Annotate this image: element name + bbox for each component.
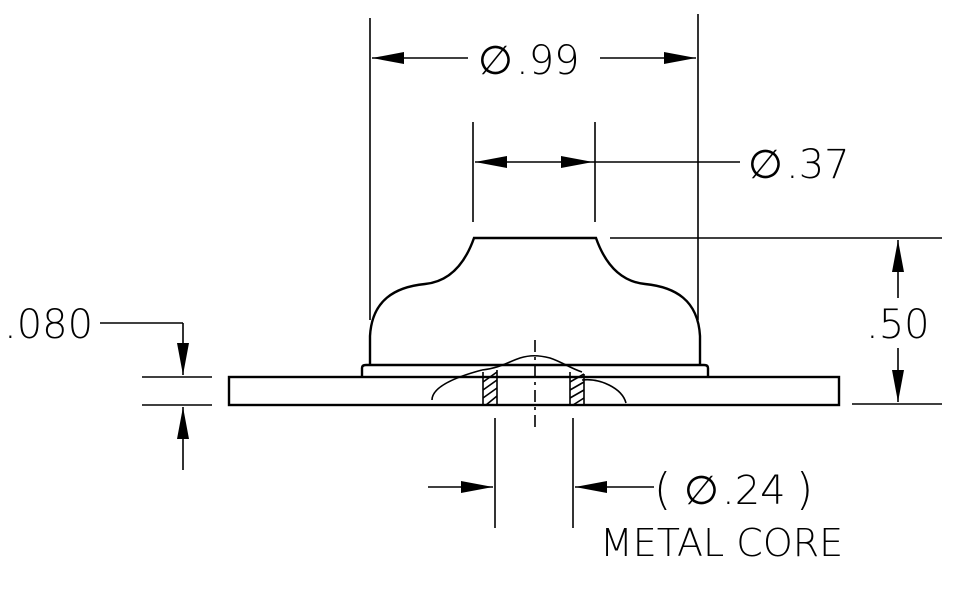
core-label: METAL CORE bbox=[600, 521, 843, 565]
core-open-paren: ( bbox=[654, 464, 671, 515]
dimension-flange-thickness: .080 bbox=[4, 302, 212, 470]
core-hatch-right bbox=[569, 372, 585, 406]
core-hatch-left bbox=[482, 370, 498, 406]
dimension-core-diameter: ( ∅ .24 ) METAL CORE bbox=[428, 418, 843, 565]
core-top bbox=[481, 354, 583, 373]
dimension-top-diameter: ∅ .37 bbox=[472, 122, 850, 222]
top-diameter-value: .37 bbox=[786, 142, 850, 188]
outer-diameter-value: .99 bbox=[516, 38, 580, 84]
dimension-height: .50 bbox=[610, 237, 942, 405]
outer-diameter-symbol: ∅ bbox=[478, 38, 513, 84]
core-right-lobe bbox=[581, 378, 627, 404]
flange-thickness-value: .080 bbox=[4, 302, 93, 348]
dome-body bbox=[368, 236, 702, 366]
core-close-paren: ) bbox=[796, 464, 813, 515]
core-left-lobe bbox=[431, 369, 483, 401]
dimension-outer-diameter: ∅ .99 bbox=[369, 14, 699, 320]
base-flange bbox=[227, 375, 841, 407]
core-diameter-value: .24 bbox=[722, 468, 786, 514]
part-outline bbox=[227, 236, 841, 430]
height-value: .50 bbox=[866, 302, 930, 348]
core-diameter-symbol: ∅ bbox=[684, 468, 719, 514]
top-diameter-symbol: ∅ bbox=[748, 142, 783, 188]
